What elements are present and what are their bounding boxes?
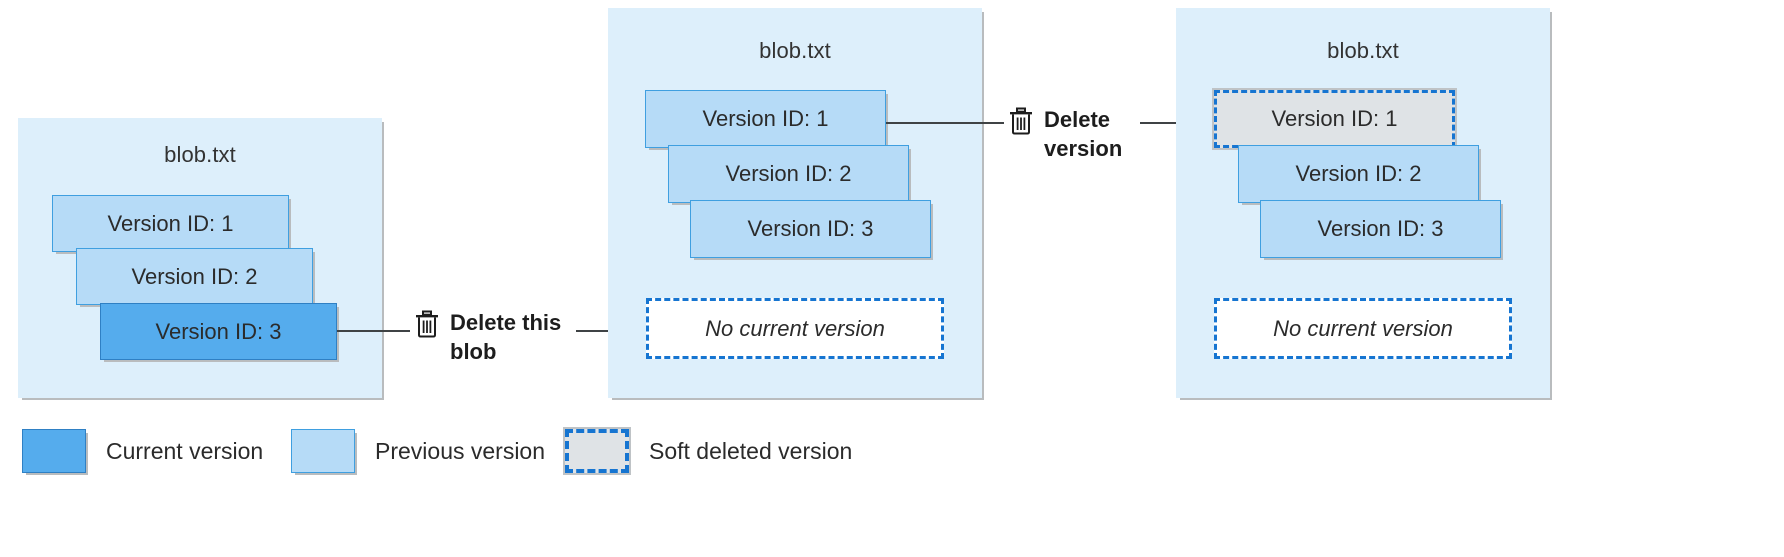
- legend-swatch-soft-deleted: [563, 427, 631, 475]
- panel-3-version-3: Version ID: 3: [1260, 200, 1501, 258]
- panel-3-version-2: Version ID: 2: [1238, 145, 1479, 203]
- panel-2-no-current-version-label: No current version: [705, 315, 885, 341]
- panel-2-version-1: Version ID: 1: [645, 90, 886, 148]
- panel-3-no-current-version-label: No current version: [1273, 315, 1453, 341]
- legend-item-previous: Previous version: [291, 429, 545, 473]
- panel-3-no-current-version: No current version: [1214, 298, 1512, 359]
- panel-1-blob-name: blob.txt: [164, 142, 236, 167]
- panel-1-version-2-label: Version ID: 2: [131, 263, 258, 289]
- action-delete-blob: Delete this blob: [414, 308, 561, 366]
- legend-swatch-previous: [291, 429, 355, 473]
- panel-1-version-2: Version ID: 2: [76, 248, 313, 305]
- legend-item-current: Current version: [22, 429, 263, 473]
- panel-3-version-1: Version ID: 1: [1212, 88, 1457, 150]
- connector-blob-delete-left: [337, 330, 410, 332]
- panel-3-version-2-label: Version ID: 2: [1295, 161, 1422, 186]
- panel-2-version-2-label: Version ID: 2: [725, 161, 852, 186]
- panel-1-version-3: Version ID: 3: [100, 303, 337, 360]
- panel-2-no-current-version: No current version: [646, 298, 944, 359]
- legend-label-previous: Previous version: [375, 437, 546, 464]
- action-delete-blob-label: Delete this blob: [450, 310, 562, 364]
- panel-2-version-2: Version ID: 2: [668, 145, 909, 203]
- panel-3-version-3-label: Version ID: 3: [1317, 216, 1444, 241]
- trash-icon: [414, 310, 440, 343]
- panel-3-blob-name: blob.txt: [1327, 38, 1399, 63]
- panel-1-version-1: Version ID: 1: [52, 195, 289, 252]
- panel-1-version-3-label: Version ID: 3: [155, 318, 282, 344]
- panel-3-version-1-label: Version ID: 1: [1271, 106, 1398, 131]
- panel-2-version-3: Version ID: 3: [690, 200, 931, 258]
- legend-item-soft-deleted: Soft deleted version: [563, 427, 853, 475]
- action-delete-version-label: Delete version: [1044, 107, 1123, 161]
- legend-swatch-current: [22, 429, 86, 473]
- panel-2-version-3-label: Version ID: 3: [747, 216, 874, 241]
- panel-2-blob-name: blob.txt: [759, 38, 831, 63]
- panel-1-version-1-label: Version ID: 1: [107, 210, 234, 236]
- action-delete-version: Delete version: [1008, 105, 1122, 163]
- trash-icon: [1008, 107, 1034, 140]
- panel-2-version-1-label: Version ID: 1: [702, 106, 829, 131]
- legend-label-soft-deleted: Soft deleted version: [649, 437, 853, 464]
- connector-version-delete-left: [886, 122, 1004, 124]
- legend-label-current: Current version: [106, 437, 264, 464]
